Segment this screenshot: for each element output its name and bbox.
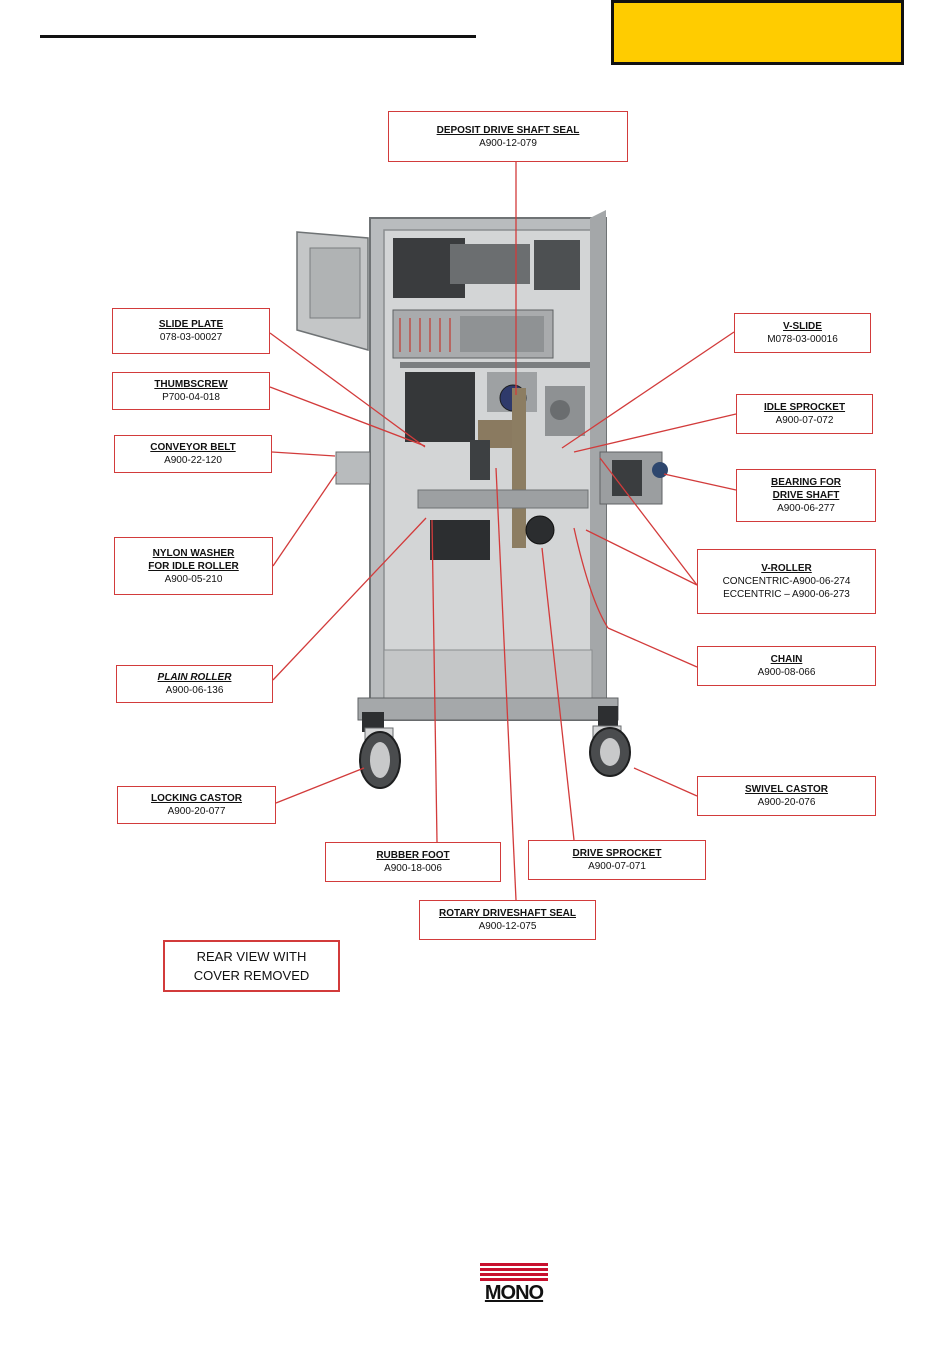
header-rule bbox=[40, 35, 476, 38]
callout-rubber-foot: RUBBER FOOT A900-18-006 bbox=[325, 842, 501, 882]
callout-name: NYLON WASHER FOR IDLE ROLLER bbox=[148, 547, 239, 572]
view-label-line1: REAR VIEW WITH bbox=[196, 949, 307, 964]
callout-name: LOCKING CASTOR bbox=[151, 793, 242, 804]
callout-name: RUBBER FOOT bbox=[376, 850, 450, 861]
logo-text: MONO bbox=[484, 1282, 544, 1304]
view-label-line2: COVER REMOVED bbox=[193, 968, 310, 983]
callout-v-slide: V-SLIDE M078-03-00016 bbox=[734, 313, 871, 353]
callout-name: IDLE SPROCKET bbox=[763, 402, 846, 413]
callout-plain-roller: PLAIN ROLLER A900-06-136 bbox=[116, 665, 273, 703]
callout-name: CONVEYOR BELT bbox=[150, 442, 236, 453]
callout-rotary-driveshaft-seal: ROTARY DRIVESHAFT SEAL A900-12-075 bbox=[419, 900, 596, 940]
callout-locking-castor: LOCKING CASTOR A900-20-077 bbox=[117, 786, 276, 824]
callout-part-number: A900-07-072 bbox=[775, 415, 834, 426]
callout-part-number: A900-12-075 bbox=[478, 921, 537, 932]
callout-deposit-drive-shaft-seal: DEPOSIT DRIVE SHAFT SEAL A900-12-079 bbox=[388, 111, 628, 162]
section-tab-box bbox=[611, 0, 904, 65]
callout-idle-sprocket: IDLE SPROCKET A900-07-072 bbox=[736, 394, 873, 434]
callout-name: PLAIN ROLLER bbox=[157, 672, 232, 683]
callout-part-number: 078-03-00027 bbox=[159, 332, 223, 343]
callout-name: V-ROLLER bbox=[761, 563, 812, 574]
callout-name: BEARING FOR DRIVE SHAFT bbox=[771, 477, 841, 501]
callout-part-number: A900-06-136 bbox=[165, 685, 224, 696]
callout-v-roller: V-ROLLER CONCENTRIC-A900-06-274 ECCENTRI… bbox=[697, 549, 876, 614]
callout-chain: CHAIN A900-08-066 bbox=[697, 646, 876, 686]
callout-name: DRIVE SPROCKET bbox=[572, 848, 662, 859]
callout-part-number: A900-18-006 bbox=[384, 863, 442, 874]
callout-name: V-SLIDE bbox=[783, 321, 822, 332]
callout-nylon-washer: NYLON WASHER FOR IDLE ROLLER A900-05-210 bbox=[114, 537, 273, 595]
callout-part-number: CONCENTRIC-A900-06-274 ECCENTRIC – A900-… bbox=[722, 576, 851, 600]
callout-name: SLIDE PLATE bbox=[158, 319, 224, 330]
callout-conveyor-belt: CONVEYOR BELT A900-22-120 bbox=[114, 435, 272, 473]
callout-slide-plate: SLIDE PLATE 078-03-00027 bbox=[112, 308, 270, 354]
machine-rear-view bbox=[269, 162, 737, 901]
callout-name: CHAIN bbox=[770, 654, 803, 665]
callout-name: SWIVEL CASTOR bbox=[745, 784, 828, 795]
callout-name: DEPOSIT DRIVE SHAFT SEAL bbox=[436, 124, 580, 136]
callout-part-number: A900-20-076 bbox=[757, 797, 816, 808]
callout-name: THUMBSCREW bbox=[154, 379, 228, 390]
callout-part-number: A900-12-079 bbox=[479, 137, 537, 149]
callout-swivel-castor: SWIVEL CASTOR A900-20-076 bbox=[697, 776, 876, 816]
callout-part-number: M078-03-00016 bbox=[767, 334, 838, 345]
view-label: REAR VIEW WITH COVER REMOVED bbox=[163, 940, 340, 992]
callout-part-number: P700-04-018 bbox=[162, 392, 220, 403]
callout-drive-sprocket: DRIVE SPROCKET A900-07-071 bbox=[528, 840, 706, 880]
mono-logo: MONO bbox=[480, 1263, 548, 1313]
callout-part-number: A900-08-066 bbox=[757, 667, 816, 678]
callout-part-number: A900-20-077 bbox=[167, 806, 226, 817]
callout-name: ROTARY DRIVESHAFT SEAL bbox=[438, 908, 577, 919]
callout-part-number: A900-07-071 bbox=[588, 861, 646, 872]
callout-part-number: A900-06-277 bbox=[777, 503, 835, 514]
callout-bearing-for-drive-shaft: BEARING FOR DRIVE SHAFT A900-06-277 bbox=[736, 469, 876, 522]
callout-part-number: A900-22-120 bbox=[164, 455, 222, 466]
callout-part-number: A900-05-210 bbox=[164, 573, 223, 585]
callout-thumbscrew: THUMBSCREW P700-04-018 bbox=[112, 372, 270, 410]
